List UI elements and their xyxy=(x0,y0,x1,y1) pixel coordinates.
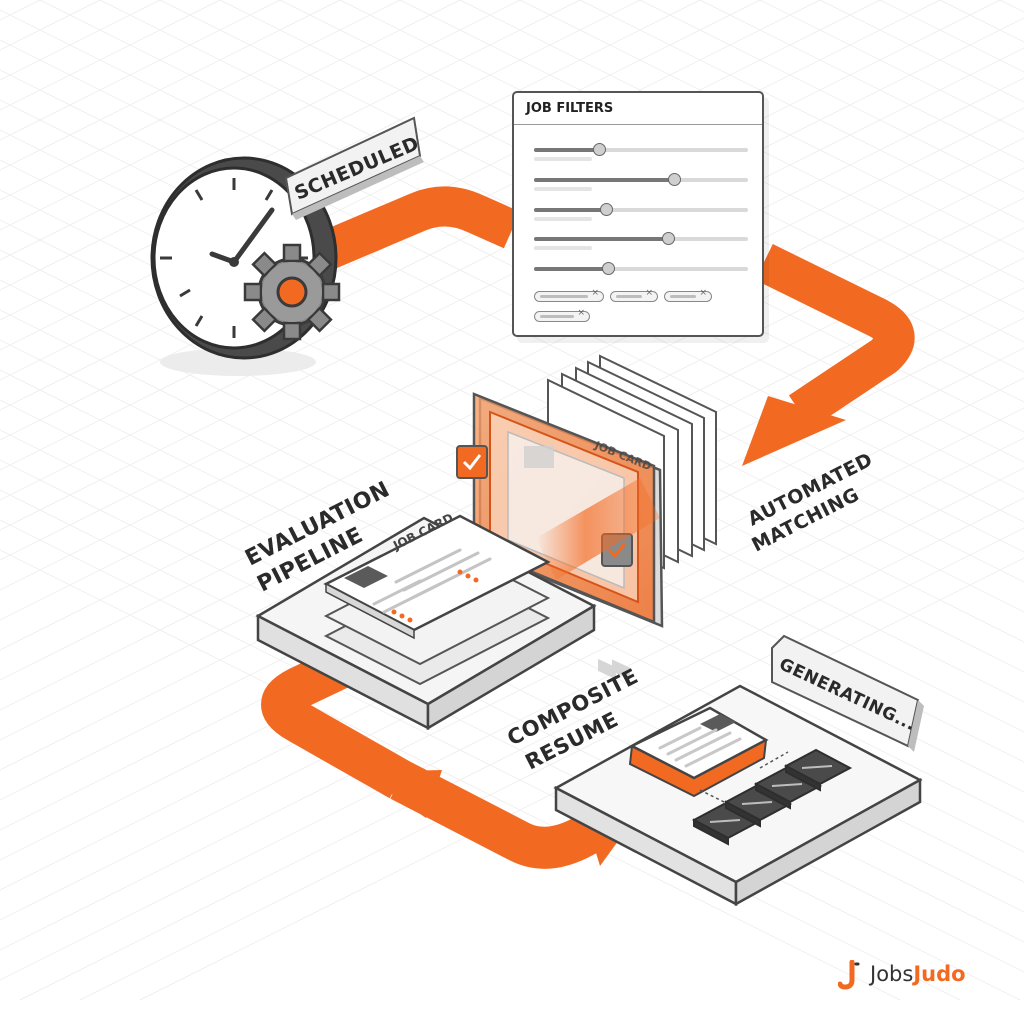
slider-fill xyxy=(534,208,607,212)
slider-track xyxy=(534,267,748,271)
grid-line xyxy=(0,137,1024,651)
slider-caption xyxy=(534,187,592,191)
grid-line xyxy=(0,77,1024,591)
grid-line xyxy=(0,377,1024,891)
slider-handle[interactable] xyxy=(599,203,613,216)
grid-line xyxy=(0,369,1024,883)
logo-text-judo: Judo xyxy=(913,962,966,986)
chip-text-placeholder xyxy=(540,295,588,298)
grid-line xyxy=(0,47,1024,561)
grid-line xyxy=(0,107,1024,621)
grid-line xyxy=(0,347,1024,861)
resume-card xyxy=(628,706,769,798)
grid-line xyxy=(459,0,1024,283)
slider-handle[interactable] xyxy=(668,173,682,186)
flow-arrowhead-left xyxy=(360,770,442,818)
grid-line xyxy=(0,0,401,201)
filter-chip[interactable]: × xyxy=(534,288,604,302)
grid-line xyxy=(939,0,1024,43)
slider-handle[interactable] xyxy=(601,262,615,275)
logo-wordmark: JobsJudo xyxy=(870,962,966,986)
grid-line xyxy=(0,399,1024,913)
chip-text-placeholder xyxy=(540,315,574,318)
grid-line xyxy=(0,0,761,381)
filter-slider[interactable] xyxy=(534,256,748,280)
grid-line xyxy=(0,0,461,231)
flow-arrow-bottom xyxy=(261,649,411,799)
flow-arrow-right xyxy=(755,244,915,429)
grid-line xyxy=(0,0,221,111)
flow-arrow-top xyxy=(292,186,521,281)
grid-line xyxy=(0,129,1024,643)
grid-line xyxy=(0,99,1024,613)
grid-line xyxy=(0,197,1024,711)
job-card: JOB CARD xyxy=(323,511,551,640)
flow-arrow-bottom-2 xyxy=(390,761,622,869)
slider-fill xyxy=(534,178,676,182)
close-icon[interactable]: × xyxy=(591,288,599,298)
chip-text-placeholder xyxy=(616,295,642,298)
grid-line xyxy=(0,339,1024,853)
matching-beam xyxy=(536,478,660,580)
job-filters-panel: JOB FILTERS × × × × xyxy=(512,91,764,337)
grid-line xyxy=(519,0,1024,253)
grid-line xyxy=(579,0,1024,223)
gear-icon xyxy=(243,243,341,341)
slider-handle[interactable] xyxy=(593,143,607,156)
grid-line xyxy=(99,0,1024,463)
slider-track xyxy=(534,208,748,212)
slider-fill xyxy=(534,237,669,241)
filter-chip[interactable]: × xyxy=(664,288,712,302)
grid-line xyxy=(0,0,521,261)
grid-line xyxy=(639,0,1024,193)
filter-chip[interactable]: × xyxy=(534,308,590,322)
grid-line xyxy=(879,0,1024,73)
grid-line xyxy=(0,0,101,51)
filter-slider[interactable] xyxy=(534,226,748,250)
resume-modules xyxy=(691,748,853,846)
grid-line xyxy=(0,69,1024,583)
close-icon[interactable]: × xyxy=(699,288,707,298)
close-icon[interactable]: × xyxy=(577,308,585,318)
grid-line xyxy=(0,167,1024,681)
slider-caption xyxy=(534,217,592,221)
grid-line xyxy=(0,0,821,411)
grid-line xyxy=(19,497,1024,1001)
grid-line xyxy=(0,279,1024,793)
checkmark-icon xyxy=(456,445,488,479)
job-filters-title: JOB FILTERS xyxy=(514,93,762,125)
slider-handle[interactable] xyxy=(661,232,675,245)
slider-fill xyxy=(534,148,601,152)
grid-line xyxy=(0,467,1024,981)
grid-line xyxy=(0,0,341,171)
evaluation-pipeline: JOB CARD xyxy=(255,511,597,731)
flow-arrows xyxy=(261,186,915,869)
grid-line xyxy=(0,309,1024,823)
flow-arrowhead-right xyxy=(742,396,846,466)
logo-text-jobs: Jobs xyxy=(870,962,914,986)
grid-line xyxy=(0,0,641,321)
grid-line xyxy=(79,527,1024,1001)
resume-module xyxy=(723,784,793,828)
filter-slider[interactable] xyxy=(534,167,748,191)
grid-line xyxy=(0,437,1024,951)
chip-text-placeholder xyxy=(670,295,696,298)
resume-module xyxy=(783,748,853,792)
filter-slider[interactable] xyxy=(534,137,748,161)
slider-caption xyxy=(534,246,592,250)
grid-line xyxy=(159,0,1024,433)
slider-track xyxy=(534,148,748,152)
logo-icon xyxy=(838,960,860,990)
filter-slider[interactable] xyxy=(534,197,748,221)
slider-fill xyxy=(534,267,609,271)
close-icon[interactable]: × xyxy=(645,288,653,298)
composite-resume xyxy=(553,684,923,907)
filter-chip[interactable]: × xyxy=(610,288,658,302)
slider-caption xyxy=(534,157,592,161)
grid-line xyxy=(0,407,1024,921)
